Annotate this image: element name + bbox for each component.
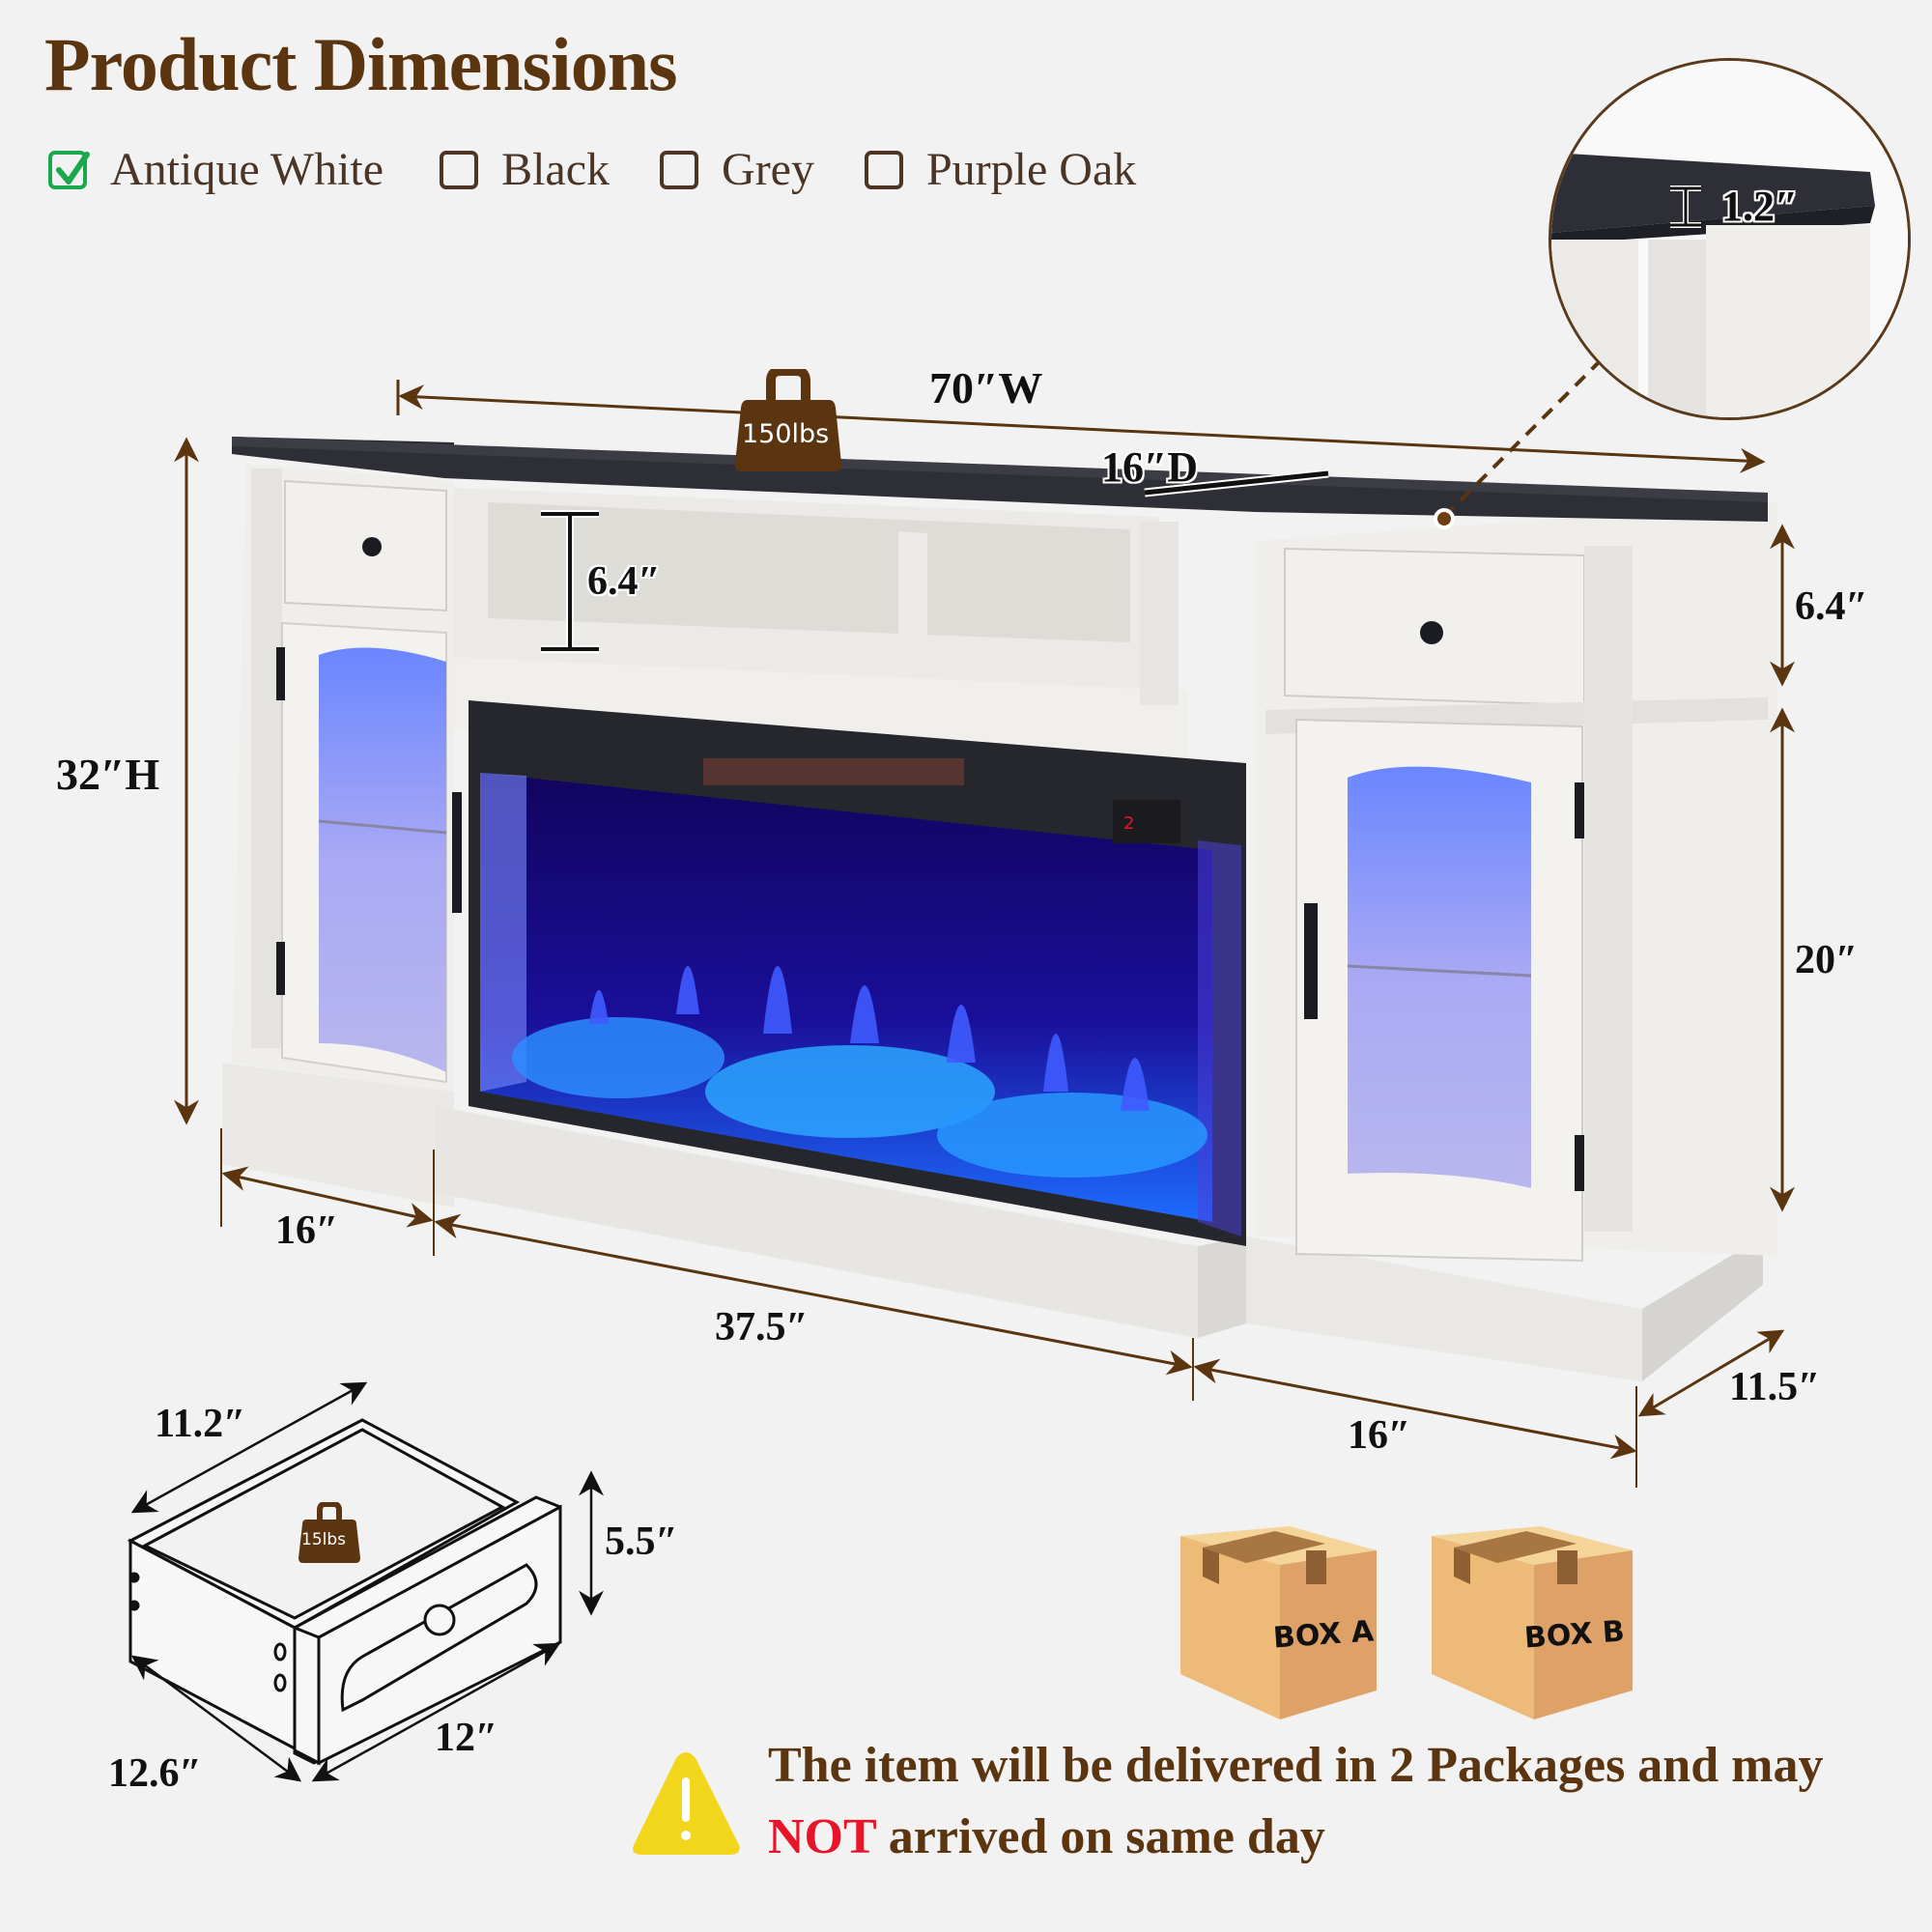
delivery-notice-line1: The item will be delivered in 2 Packages… — [768, 1738, 1824, 1793]
tabletop-thickness-inset — [1548, 58, 1911, 420]
drawer-height-label: 5.5″ — [605, 1520, 678, 1564]
right-cabinet-width-label: 16″ — [1348, 1413, 1411, 1458]
color-option-black[interactable]: Black — [440, 143, 610, 196]
color-options: Antique White Black Grey Purple Oak — [48, 143, 1186, 196]
cabinet-depth-label: 11.5″ — [1729, 1365, 1821, 1409]
color-option-antique-white[interactable]: Antique White — [48, 143, 384, 196]
drawer-diagram — [127, 1418, 562, 1766]
checkbox-checked-icon[interactable] — [48, 150, 90, 189]
cabinet-height-label: 20″ — [1795, 938, 1859, 982]
checkbox-icon[interactable] — [440, 150, 479, 189]
svg-text:2: 2 — [1123, 813, 1134, 834]
fireplace-width-label: 37.5″ — [715, 1305, 809, 1350]
color-option-label: Grey — [722, 144, 814, 195]
drawer-front-width-label: 12″ — [435, 1716, 498, 1760]
weight-icon — [298, 1502, 360, 1563]
box-b-label: BOX B — [1522, 1614, 1626, 1656]
thickness-ibeam-icon — [1670, 185, 1701, 228]
depth-label: 16″D — [1101, 443, 1199, 491]
checkbox-icon[interactable] — [660, 150, 699, 189]
not-emphasis: NOT — [768, 1809, 876, 1864]
color-option-label: Purple Oak — [925, 144, 1137, 195]
box-b-illustration — [1432, 1526, 1633, 1719]
drawer-depth-label: 12.6″ — [108, 1751, 202, 1796]
weight-label: 150lbs — [742, 419, 830, 449]
box-a-label: BOX A — [1271, 1614, 1376, 1656]
width-label: 70″W — [929, 363, 1043, 412]
left-cabinet-width-label: 16″ — [275, 1208, 339, 1253]
drawer-section-height-label: 6.4″ — [1795, 584, 1868, 629]
height-label: 32″H — [56, 750, 160, 799]
color-option-label: Antique White — [110, 144, 384, 195]
drawer-weight-label: 15lbs — [301, 1530, 347, 1549]
color-option-label: Black — [501, 144, 611, 195]
shelf-height-label: 6.4″ — [587, 559, 661, 604]
delivery-notice-line2: NOT arrived on same day — [768, 1808, 1325, 1865]
weight-badge: 150lbs — [734, 369, 842, 473]
warning-icon — [633, 1752, 740, 1855]
color-option-grey[interactable]: Grey — [660, 143, 814, 196]
checkbox-icon[interactable] — [864, 150, 903, 189]
delivery-notice-line2-rest: arrived on same day — [875, 1809, 1325, 1864]
box-a-illustration — [1180, 1526, 1377, 1719]
color-option-purple-oak[interactable]: Purple Oak — [864, 143, 1137, 196]
weight-icon — [734, 369, 842, 471]
page-title: Product Dimensions — [44, 22, 677, 106]
drawer-weight-badge: 15lbs — [298, 1502, 361, 1564]
tabletop-closeup-illustration — [1551, 61, 1908, 417]
drawer-width-label: 11.2″ — [155, 1402, 246, 1446]
top-thickness-label: 1.2″ — [1721, 183, 1799, 230]
